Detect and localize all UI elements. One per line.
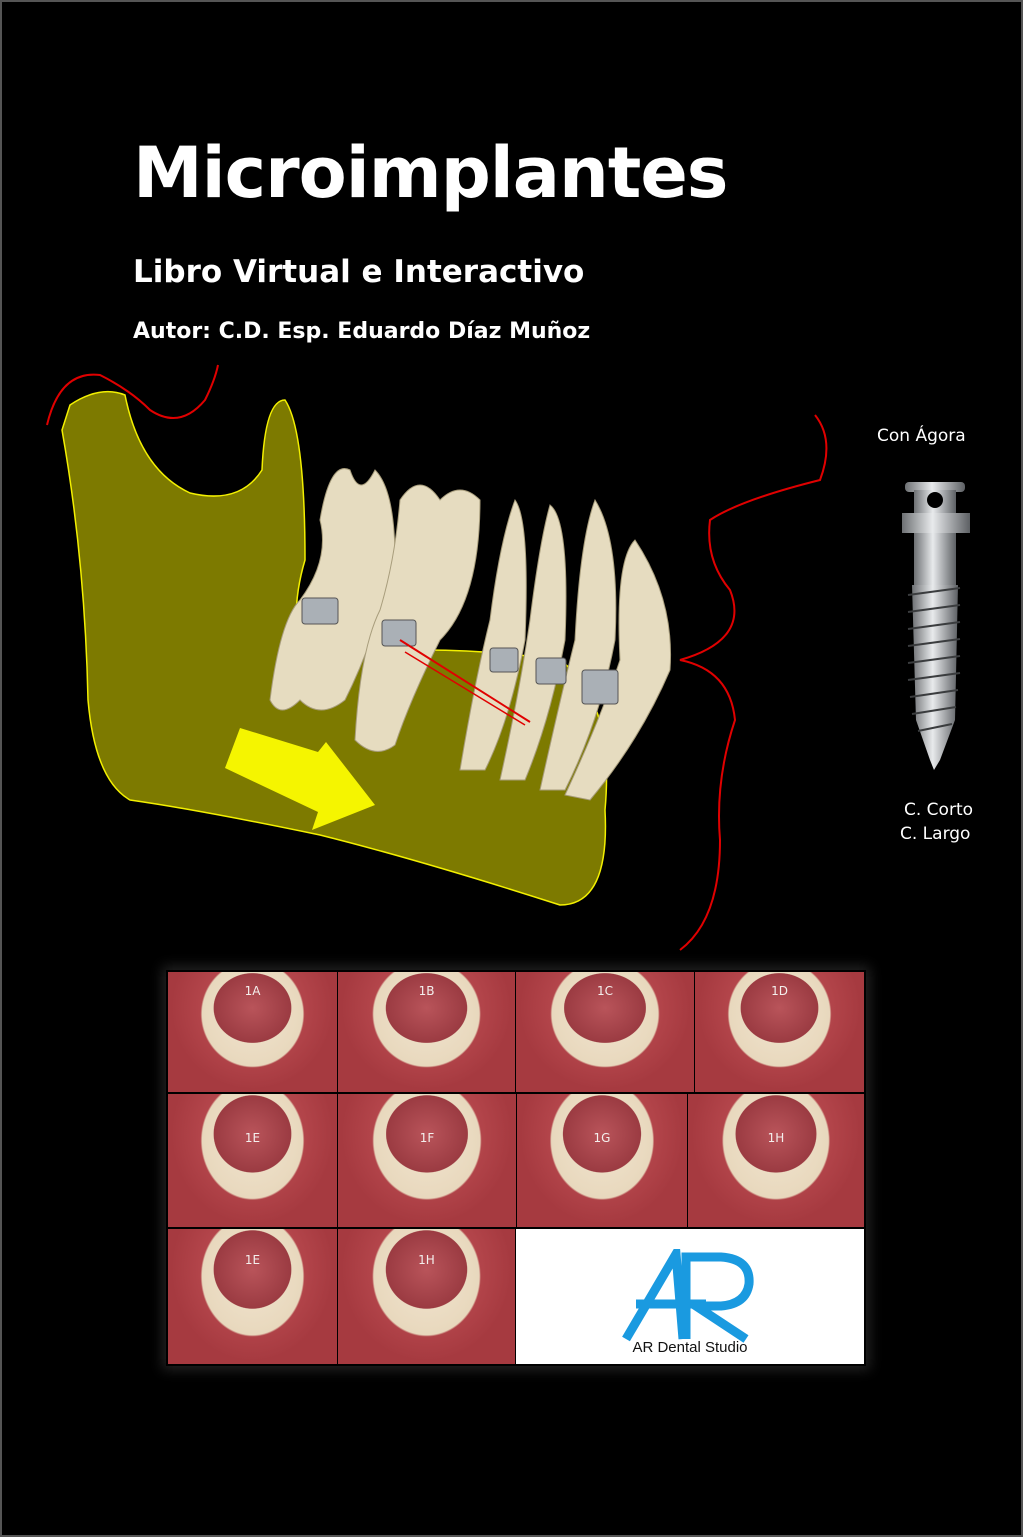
book-subtitle: Libro Virtual e Interactivo bbox=[133, 254, 585, 290]
clinical-photo: 1E bbox=[168, 1229, 337, 1364]
clinical-photo: 1H bbox=[688, 1094, 864, 1227]
clinical-photo: 1C bbox=[516, 972, 694, 1092]
ar-logo-mark bbox=[622, 1249, 754, 1343]
photo-label: 1B bbox=[418, 984, 435, 998]
photo-label: 1G bbox=[593, 1131, 611, 1146]
book-author: Autor: C.D. Esp. Eduardo Díaz Muñoz bbox=[133, 319, 591, 344]
jaw-illustration bbox=[46, 364, 828, 951]
photo-label: 1A bbox=[244, 984, 261, 998]
photo-label: 1E bbox=[244, 1131, 261, 1146]
photo-label: 1D bbox=[771, 984, 788, 998]
brackets bbox=[301, 597, 619, 705]
photo-label: 1C bbox=[596, 984, 613, 998]
implant-label-long: C. Largo bbox=[900, 824, 971, 844]
implant-label-top: Con Ágora bbox=[877, 426, 966, 446]
clinical-photo: 1E bbox=[168, 1094, 337, 1227]
clinical-photo: 1H bbox=[338, 1229, 515, 1364]
clinical-photo: 1F bbox=[338, 1094, 516, 1227]
photo-label: 1F bbox=[419, 1131, 435, 1146]
ar-dental-studio-logo: AR Dental Studio bbox=[516, 1229, 864, 1364]
red-contour-left bbox=[46, 364, 219, 426]
teeth-group bbox=[269, 468, 672, 801]
clinical-photo: 1G bbox=[517, 1094, 687, 1227]
elastic-line bbox=[399, 639, 531, 723]
book-title: Microimplantes bbox=[133, 132, 728, 214]
photo-label: 1E bbox=[244, 1253, 261, 1268]
implant-label-short: C. Corto bbox=[904, 800, 974, 820]
clinical-photo: 1A bbox=[168, 972, 337, 1092]
microimplant-screw-image bbox=[902, 482, 970, 770]
red-contour-right bbox=[679, 414, 828, 951]
direction-arrow bbox=[225, 728, 375, 830]
clinical-photo-grid: 1A 1B 1C 1D 1E 1F 1G 1H 1E 1H AR Dental … bbox=[166, 970, 866, 1366]
logo-brand-name: AR Dental Studio bbox=[632, 1339, 748, 1356]
photo-label: 1H bbox=[418, 1253, 435, 1268]
clinical-photo: 1D bbox=[695, 972, 864, 1092]
clinical-photo: 1B bbox=[338, 972, 515, 1092]
photo-label: 1H bbox=[767, 1131, 785, 1146]
